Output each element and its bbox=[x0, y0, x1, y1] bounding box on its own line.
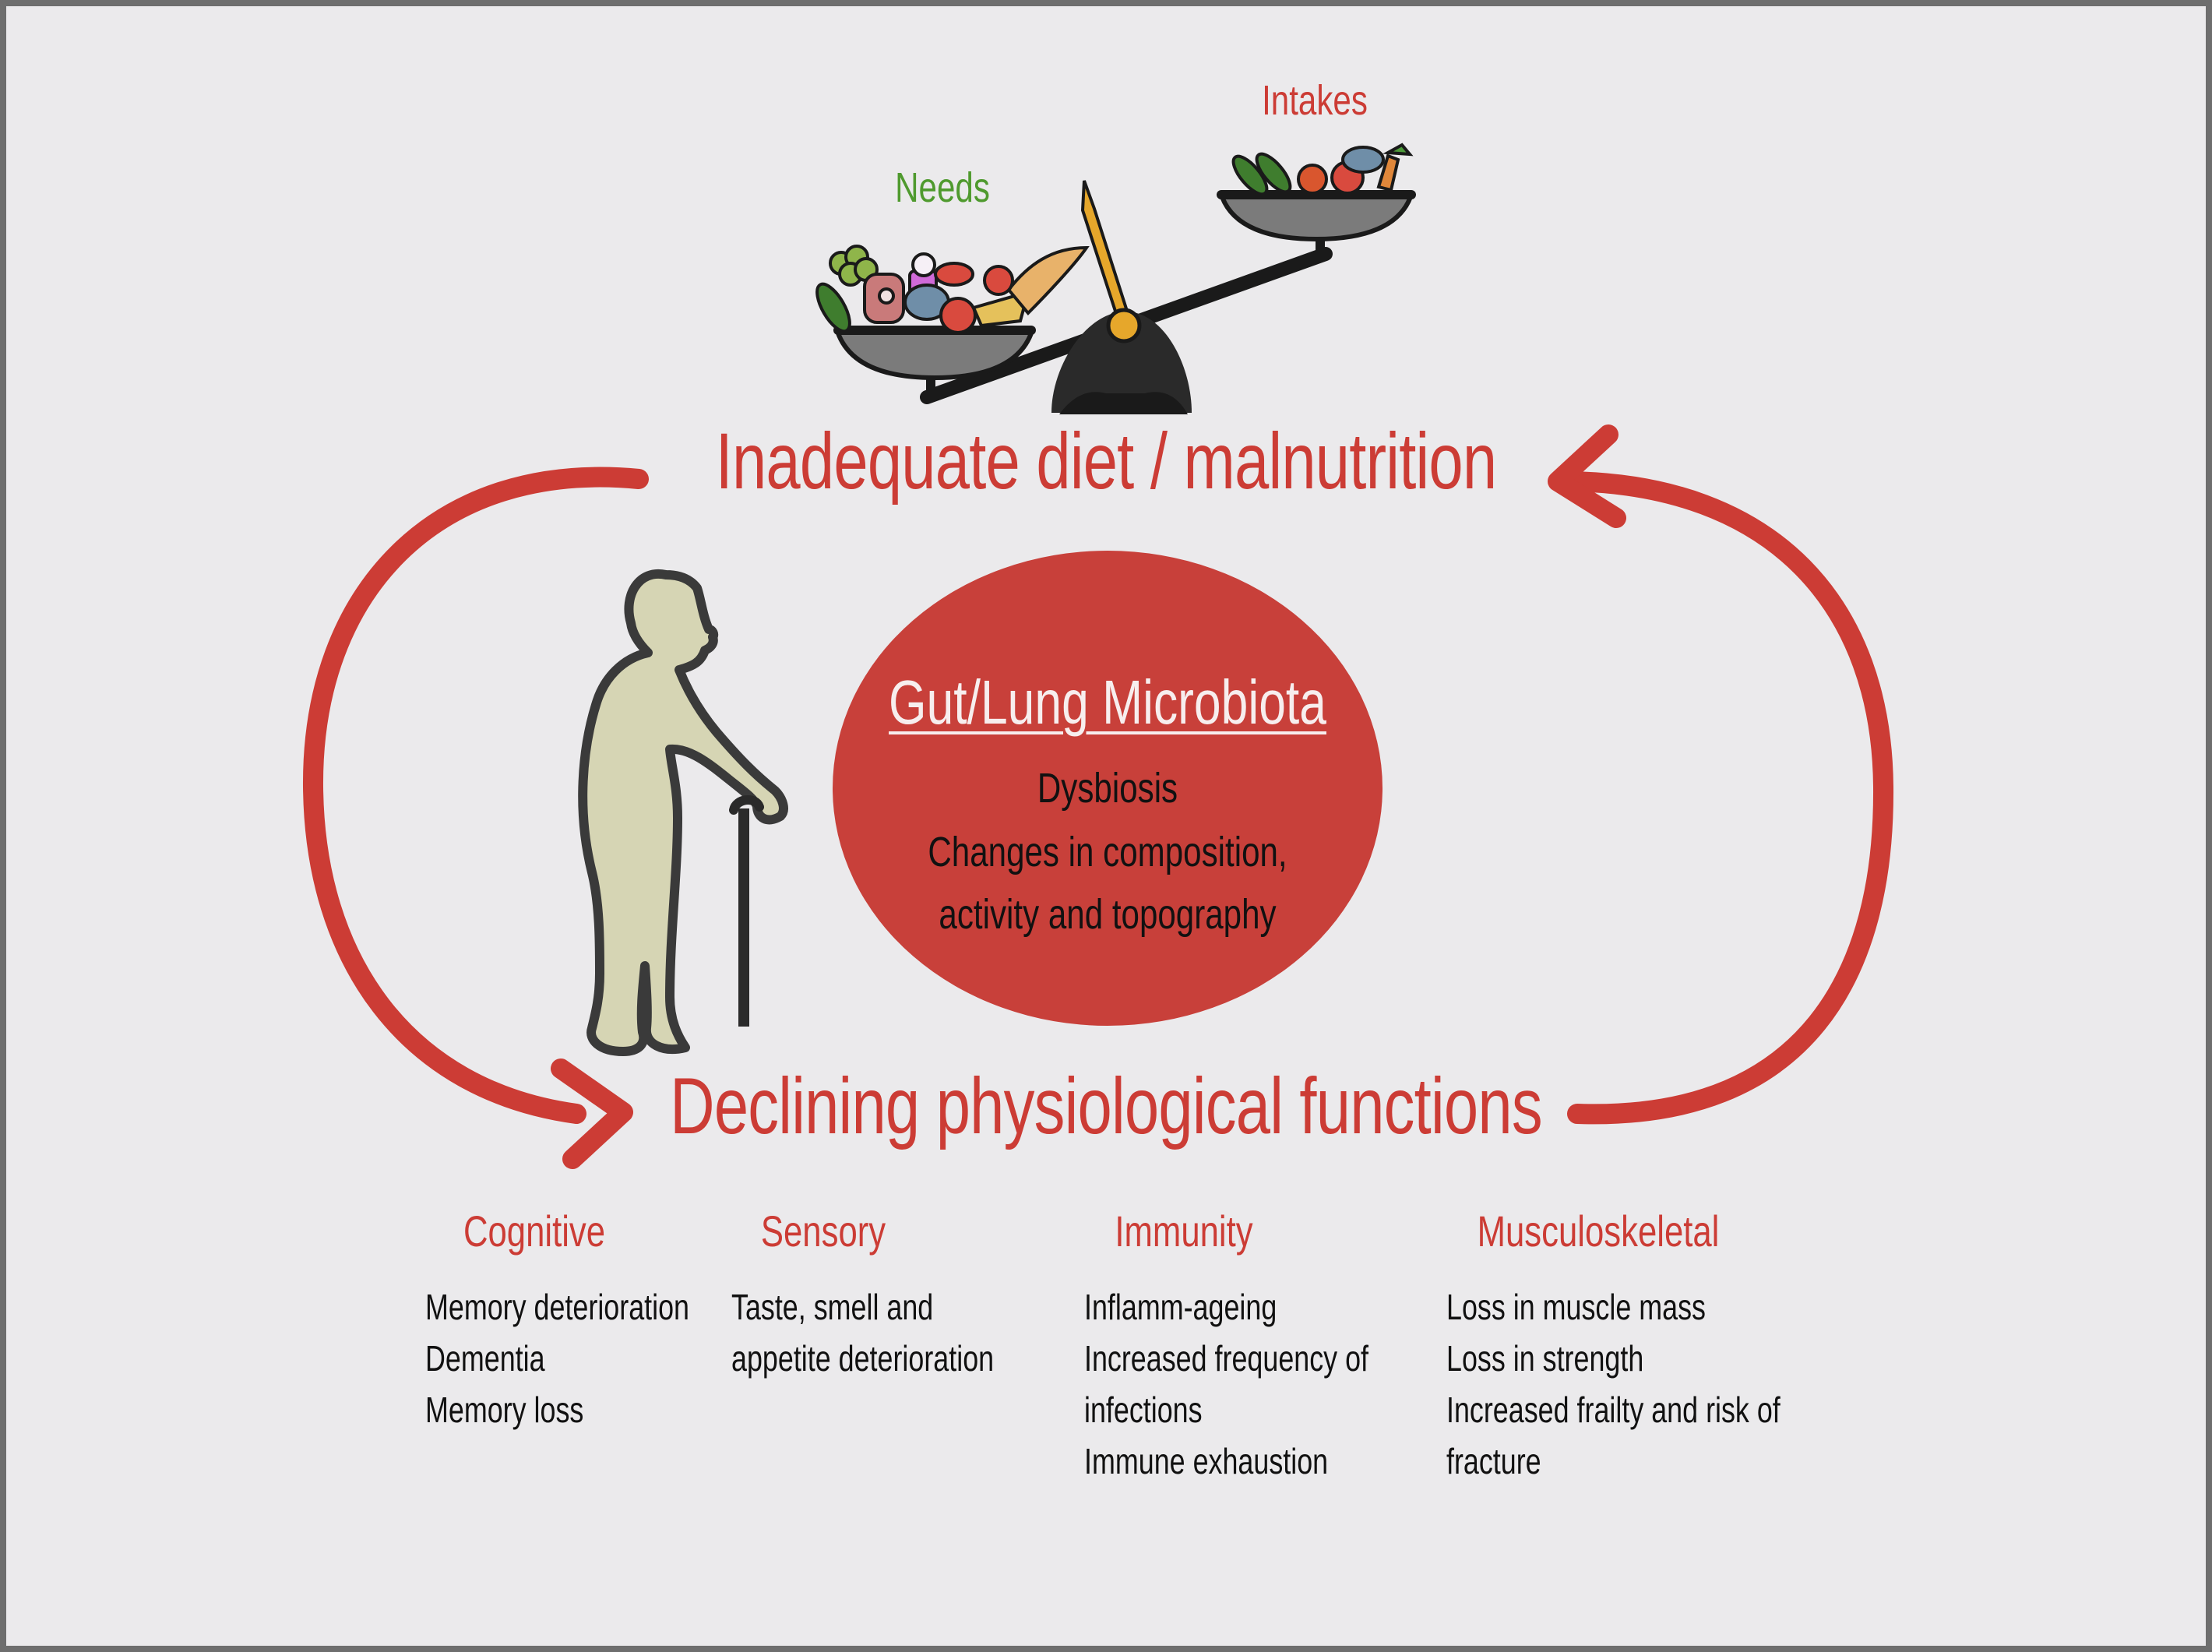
microbiota-title: Gut/Lung Microbiota bbox=[889, 667, 1326, 737]
list-item: appetite deterioration bbox=[731, 1338, 995, 1379]
list-item: Dementia bbox=[425, 1338, 545, 1379]
category-list-immunity: Inflamm-ageing Increased frequency of in… bbox=[1084, 1281, 1368, 1487]
elderly-person-icon bbox=[578, 569, 788, 1056]
list-item: Loss in strength bbox=[1446, 1338, 1644, 1379]
microbiota-line-1: Dysbiosis bbox=[1037, 765, 1178, 812]
list-item: Immune exhaustion bbox=[1084, 1441, 1329, 1481]
microbiota-line-2: Changes in composition, bbox=[928, 829, 1287, 875]
category-title-immunity: Immunity bbox=[1115, 1206, 1253, 1256]
intakes-label: Intakes bbox=[1262, 77, 1368, 124]
category-title-cognitive: Cognitive bbox=[463, 1206, 606, 1256]
needs-label: Needs bbox=[895, 164, 990, 211]
list-item: Loss in muscle mass bbox=[1446, 1287, 1706, 1327]
balance-scale-icon bbox=[833, 180, 1416, 414]
right-arrowhead bbox=[1548, 424, 1626, 528]
bottom-node-title: Declining physiological functions bbox=[670, 1062, 1542, 1150]
list-item: Memory loss bbox=[425, 1390, 584, 1430]
food-pile-needs-icon bbox=[815, 245, 1090, 334]
category-list-cognitive: Memory deterioration Dementia Memory los… bbox=[425, 1281, 689, 1435]
left-cycle-arrow bbox=[302, 467, 649, 1124]
category-list-musculoskeletal: Loss in muscle mass Loss in strength Inc… bbox=[1446, 1281, 1781, 1487]
list-item: Memory deterioration bbox=[425, 1287, 690, 1327]
category-title-sensory: Sensory bbox=[760, 1206, 886, 1256]
category-title-musculoskeletal: Musculoskeletal bbox=[1477, 1206, 1720, 1256]
list-item: Increased frequency of bbox=[1084, 1338, 1369, 1379]
list-item: infections bbox=[1084, 1390, 1203, 1430]
left-arrowhead bbox=[551, 1058, 633, 1169]
list-item: Increased frailty and risk of bbox=[1446, 1390, 1781, 1430]
microbiota-line-3: activity and topography bbox=[939, 891, 1277, 938]
food-pile-intakes-icon bbox=[1231, 143, 1414, 196]
right-cycle-arrow bbox=[1555, 471, 1894, 1125]
list-item: Taste, smell and bbox=[731, 1287, 934, 1327]
microbiota-circle bbox=[833, 551, 1382, 1026]
top-node-title: Inadequate diet / malnutrition bbox=[715, 417, 1498, 505]
list-item: Inflamm-ageing bbox=[1084, 1287, 1277, 1327]
list-item: fracture bbox=[1446, 1441, 1541, 1481]
category-list-sensory: Taste, smell and appetite deterioration bbox=[731, 1281, 994, 1384]
